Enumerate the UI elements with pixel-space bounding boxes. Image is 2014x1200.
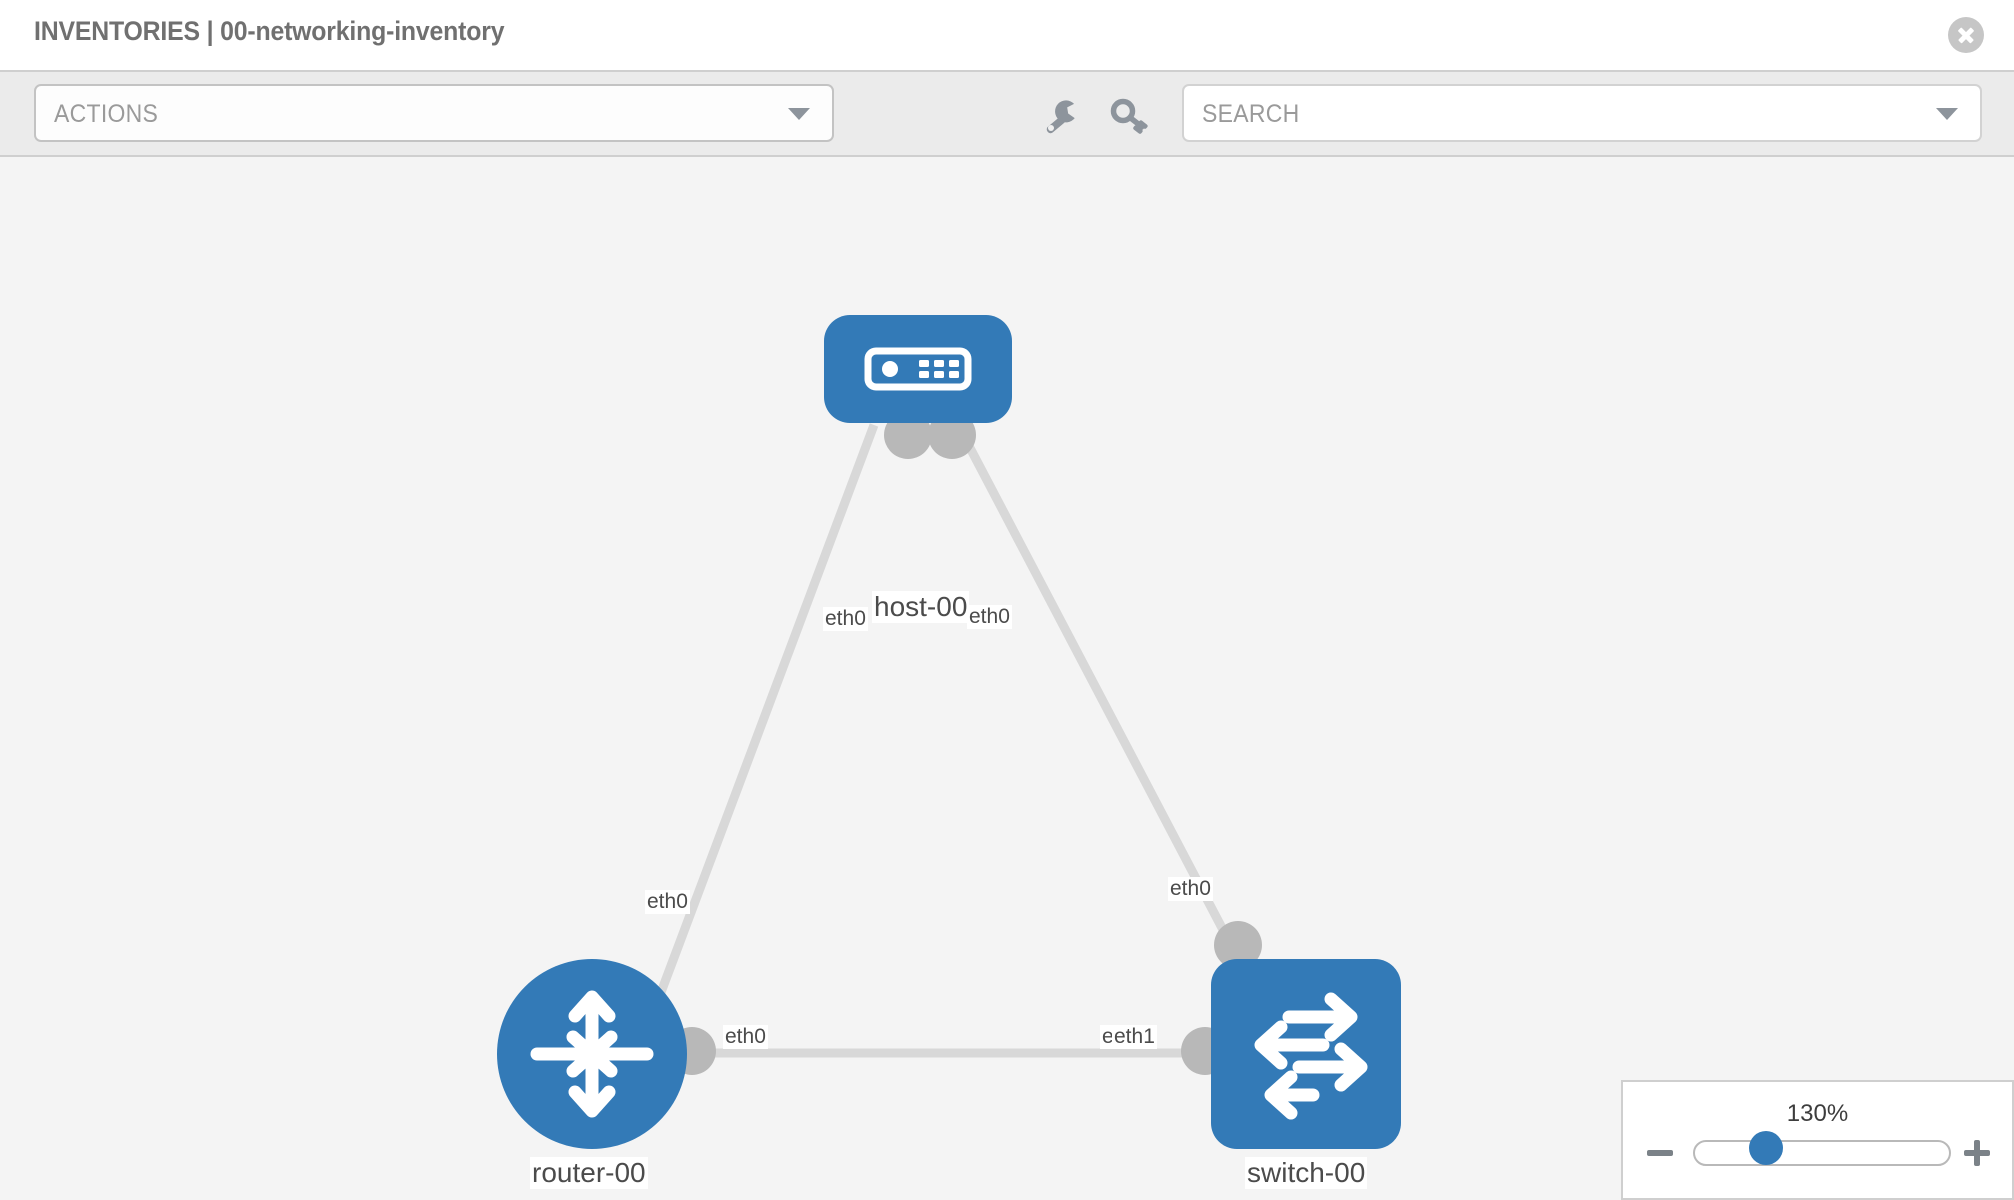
connector-host-right[interactable] xyxy=(928,411,976,459)
search-input[interactable]: SEARCH xyxy=(1182,84,1982,142)
zoom-level-value: 130% xyxy=(1786,1100,1849,1127)
wrench-icon[interactable] xyxy=(1040,94,1084,138)
actions-dropdown-label: ACTIONS xyxy=(54,100,159,128)
edge-label-host-to-router-host-side: eth0 xyxy=(823,607,868,632)
zoom-slider-thumb[interactable] xyxy=(1749,1131,1783,1165)
edge-label-host-to-switch-host-side: eth0 xyxy=(967,605,1012,630)
toolbar: ACTIONS SEARCH xyxy=(0,70,2014,157)
node-label-host-00: host-00 xyxy=(872,591,970,624)
topology-canvas[interactable]: host-00 router-00 switch-00 eth0 eth0 et… xyxy=(0,157,2014,1200)
node-label-router-00: router-00 xyxy=(530,1157,648,1190)
link-host-switch[interactable] xyxy=(954,422,1236,950)
zoom-in-icon[interactable] xyxy=(1962,1138,1992,1168)
topology-links xyxy=(655,411,1262,1075)
node-label-switch-00: switch-00 xyxy=(1245,1157,1368,1190)
minus-icon-bar xyxy=(1647,1150,1673,1156)
connector-switch-top[interactable] xyxy=(1214,921,1262,969)
server-device-icon xyxy=(864,347,972,391)
node-switch-00[interactable] xyxy=(1211,959,1401,1149)
window-header: INVENTORIES | 00-networking-inventory xyxy=(0,0,2014,70)
chevron-down-icon xyxy=(788,108,810,120)
key-icon[interactable] xyxy=(1108,94,1152,138)
actions-dropdown[interactable]: ACTIONS xyxy=(34,84,834,142)
plus-icon-bar-vertical xyxy=(1974,1140,1980,1166)
connector-host-left[interactable] xyxy=(884,411,932,459)
edge-label-router-to-switch-switch-side: eth1 xyxy=(1112,1025,1157,1050)
chevron-down-icon[interactable] xyxy=(1936,108,1958,120)
edge-label-host-to-switch-switch-side: eth0 xyxy=(1168,877,1213,902)
zoom-control-panel: 130% xyxy=(1621,1080,2014,1200)
edge-label-router-to-switch-router-side: eth0 xyxy=(723,1025,768,1050)
router-four-arrows-icon xyxy=(530,990,654,1118)
node-router-00[interactable] xyxy=(497,959,687,1149)
switch-four-arrows-icon xyxy=(1254,992,1368,1120)
search-input-value: SEARCH xyxy=(1202,100,1300,128)
link-host-router[interactable] xyxy=(655,423,879,997)
close-icon[interactable] xyxy=(1948,17,1984,53)
page-title: INVENTORIES | 00-networking-inventory xyxy=(34,16,505,46)
node-host-00[interactable] xyxy=(824,315,1012,423)
zoom-out-icon[interactable] xyxy=(1645,1138,1675,1168)
zoom-slider-track[interactable] xyxy=(1693,1140,1951,1166)
edge-label-host-to-router-router-side: eth0 xyxy=(645,890,690,915)
